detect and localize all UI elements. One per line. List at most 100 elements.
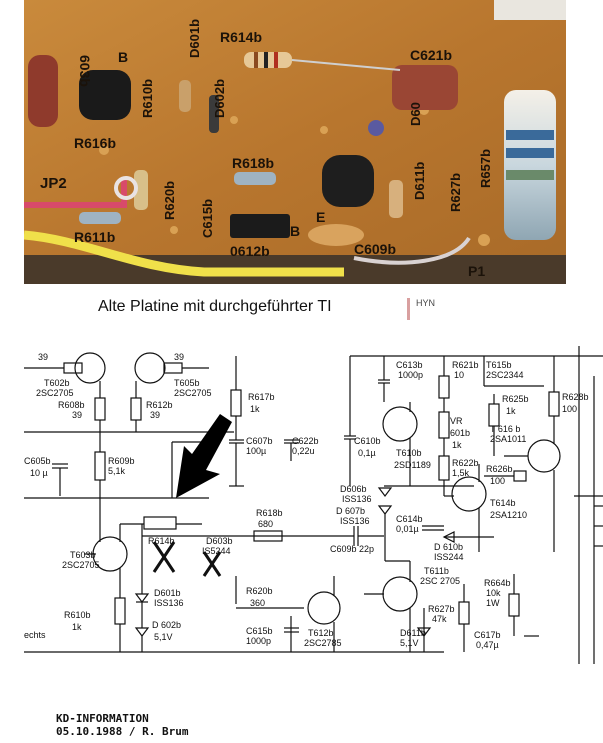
schematic-label: 1k — [72, 622, 82, 632]
pcb-photo: 603b B R614b D601b C621b R610b D602b D60… — [24, 0, 566, 284]
schematic-label: T605b — [174, 378, 200, 388]
schematic-label: T615b — [486, 360, 512, 370]
schematic-label: IS5244 — [202, 546, 231, 556]
pcb-label: C621b — [410, 47, 452, 63]
schematic-label: 1k — [250, 404, 260, 414]
schematic-label: 2SC2344 — [486, 370, 524, 380]
schematic-label: 2SA1011 — [490, 434, 526, 444]
photo-caption: Alte Platine mit durchgeführter TI — [98, 298, 332, 315]
schematic-label: echts — [24, 630, 46, 640]
schematic-label: R620b — [246, 586, 273, 596]
schematic-label: 1,5k — [452, 468, 470, 478]
pcb-label: D602b — [212, 79, 227, 118]
schematic-label: 10 — [454, 370, 464, 380]
pcb-label: P1 — [468, 263, 485, 279]
schematic-label: C622b — [292, 436, 319, 446]
document-footer: KD-INFORMATION 05.10.1988 / R. Brum — [56, 712, 188, 738]
schematic-label: 0,47µ — [476, 640, 499, 650]
schematic-label: 1k — [506, 406, 516, 416]
schematic-label: D611b — [400, 628, 426, 638]
schematic-label: R621b — [452, 360, 479, 370]
author-tag: HYN — [416, 298, 436, 308]
schematic-label: 47k — [432, 614, 447, 624]
schematic-label: ISS244 — [434, 552, 464, 562]
schematic-label: 39 — [38, 352, 48, 362]
schematic-label: C613b — [396, 360, 423, 370]
schematic-label: T610b — [396, 448, 422, 458]
schematic-label: T611b — [424, 566, 449, 576]
schematic-label: R610b — [64, 610, 91, 620]
pcb-label: C609b — [354, 241, 396, 257]
schematic-label: R608b — [58, 400, 85, 410]
schematic-label: ISS136 — [342, 494, 372, 504]
schematic-label: R625b — [502, 394, 529, 404]
schematic-label: 39 — [150, 410, 160, 420]
pcb-label: C615b — [200, 199, 215, 238]
schematic-label: 360 — [250, 598, 265, 608]
schematic-label: R614b — [148, 536, 175, 546]
schematic-label: ISS136 — [340, 516, 370, 526]
schematic-label: D601b — [154, 588, 181, 598]
schematic-label: 2SC2785 — [304, 638, 342, 648]
schematic-label: R626b — [486, 464, 513, 474]
pcb-label: E — [316, 209, 325, 225]
schematic-label: T 616 b — [490, 424, 520, 434]
schematic-label: D 602b — [152, 620, 181, 630]
schematic-label: 2SA1210 — [490, 510, 527, 520]
schematic-label: R609b — [108, 456, 135, 466]
schematic-label: 2SC2705 — [36, 388, 74, 398]
schematic-label: 601b — [450, 428, 470, 438]
schematic-label: 2SD1189 — [394, 460, 431, 470]
footer-title: KD-INFORMATION — [56, 712, 149, 725]
pcb-label: B — [118, 49, 128, 65]
schematic-label: VR — [450, 416, 463, 426]
schematic-label: 39 — [174, 352, 184, 362]
pcb-label: R610b — [140, 79, 155, 118]
schematic-label: R664b — [484, 578, 511, 588]
schematic-label: 0,01µ — [396, 524, 419, 534]
tag-marker — [407, 298, 410, 320]
schematic-label: D603b — [206, 536, 233, 546]
schematic-label: R617b — [248, 392, 275, 402]
schematic-label: T603b — [70, 550, 96, 560]
crossed-out-marks — [152, 541, 222, 577]
schematic-label: T602b — [44, 378, 70, 388]
schematic-label: R627b — [428, 604, 455, 614]
schematic-label: R628b — [562, 392, 589, 402]
arrow-icon — [176, 414, 232, 498]
schematic-label: 10k — [486, 588, 501, 598]
schematic-label: 100 — [562, 404, 577, 414]
schematic-label: T614b — [490, 498, 516, 508]
schematic-label: C614b — [396, 514, 423, 524]
schematic-drawing: 39 T602b 2SC2705 R608b 39 39 T605b 2SC27… — [24, 346, 603, 664]
schematic-label: 10 µ — [30, 468, 48, 478]
schematic-label: 5,1V — [400, 638, 419, 648]
schematic-label: 5,1V — [154, 632, 173, 642]
schematic-label: 0,22u — [292, 446, 315, 456]
pcb-label: 603b — [77, 55, 93, 87]
pcb-label: R616b — [74, 135, 116, 151]
pcb-label: R611b — [74, 229, 115, 245]
pcb-label: R627b — [448, 173, 463, 212]
pcb-label: D611b — [412, 162, 427, 200]
schematic-label: 2SC2705 — [62, 560, 100, 570]
schematic-label: C615b — [246, 626, 273, 636]
schematic-label: 1k — [452, 440, 462, 450]
schematic-label: 1W — [486, 598, 500, 608]
pcb-label: R614b — [220, 29, 262, 45]
schematic-label: 2SC2705 — [174, 388, 212, 398]
pcb-label: R657b — [478, 149, 493, 188]
pcb-label: JP2 — [40, 175, 67, 192]
schematic-label: C609b 22p — [330, 544, 374, 554]
pcb-label: R620b — [162, 181, 177, 220]
schematic-label: C607b — [246, 436, 273, 446]
schematic-label: T612b — [308, 628, 334, 638]
schematic-label: C605b — [24, 456, 51, 466]
schematic-label: C610b — [354, 436, 381, 446]
schematic-label: C617b — [474, 630, 501, 640]
schematic-label: 5,1k — [108, 466, 126, 476]
schematic-label: 680 — [258, 519, 273, 529]
schematic-label: 2SC 2705 — [420, 576, 460, 586]
schematic-label: 0,1µ — [358, 448, 376, 458]
pcb-label: D601b — [187, 19, 202, 58]
